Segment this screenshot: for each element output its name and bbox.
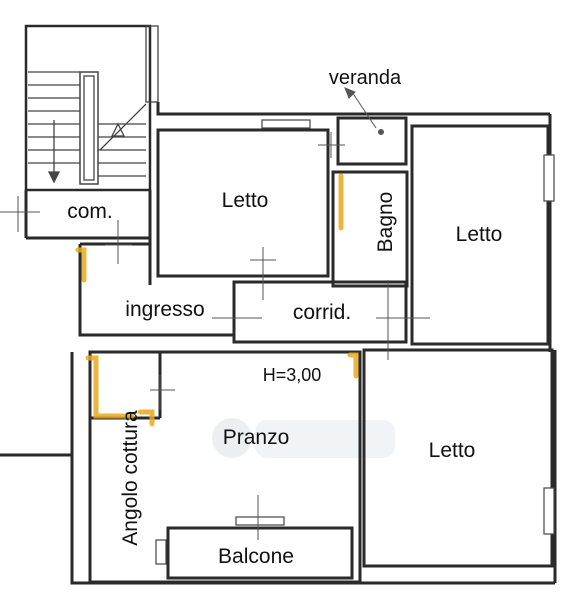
- room-label-bagno: Bagno: [374, 192, 397, 253]
- room-label-ingresso: ingresso: [125, 298, 204, 321]
- room-label-veranda: veranda: [329, 67, 402, 89]
- stairs-icon: [24, 24, 159, 192]
- window-icon: [155, 119, 555, 565]
- door-swing-icon: [0, 87, 430, 540]
- room-label-letto-3: Letto: [429, 439, 476, 462]
- walls: [0, 102, 557, 585]
- height-note: H=3,00: [263, 365, 322, 385]
- room-label-corridoio: corrid.: [293, 301, 351, 324]
- room-label-balcone: Balcone: [218, 545, 294, 568]
- room-label-com: com.: [67, 200, 113, 223]
- room-label-letto-1: Letto: [222, 189, 269, 212]
- room-label-angolo-cottura: Angolo cottura: [119, 410, 142, 546]
- room-label-pranzo: Pranzo: [223, 426, 290, 449]
- room-label-letto-2: Letto: [456, 223, 503, 246]
- highlight-marks: [75, 173, 359, 427]
